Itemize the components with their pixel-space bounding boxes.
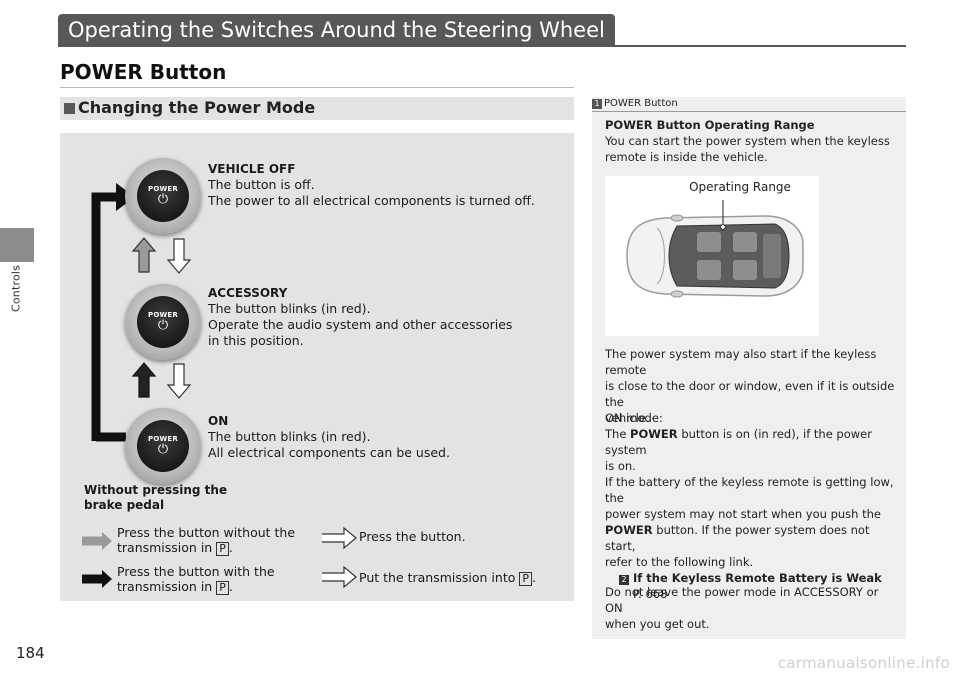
subsection-header: Changing the Power Mode	[60, 97, 574, 120]
power-mode-flow-arrows	[82, 183, 357, 589]
note-line: power system may not start when you push…	[605, 507, 881, 521]
note-line: vehicle.	[605, 411, 650, 425]
power-mode-warning: Do not leave the power mode in ACCESSORY…	[605, 584, 895, 632]
title-divider	[60, 87, 574, 88]
low-battery-note: If the battery of the keyless remote is …	[605, 474, 895, 602]
power-button-off-image: POWER ⏻	[125, 158, 201, 234]
operating-range-intro: POWER Button Operating Range You can sta…	[605, 117, 895, 165]
power-button-on-image: POWER ⏻	[125, 408, 201, 484]
page-number: 184	[16, 644, 45, 662]
note-line: If the battery of the keyless remote is …	[605, 475, 894, 505]
legend-outline-arrow-icon	[322, 565, 357, 589]
note-text-run: The	[605, 427, 627, 441]
brake-note-line: brake pedal	[84, 498, 165, 512]
note-text-run: button is on (in red), if the power syst…	[605, 427, 872, 457]
operating-range-title: POWER Button Operating Range	[605, 118, 815, 132]
legend-period: .	[532, 570, 536, 585]
square-bullet-icon	[64, 103, 75, 114]
note-line: You can start the power system when the …	[605, 134, 890, 148]
legend-black-arrow-text: Press the button with the transmission i…	[117, 564, 275, 595]
mode-accessory: ACCESSORY The button blinks (in red). Op…	[208, 285, 512, 349]
mode-line: The button blinks (in red).	[208, 429, 371, 444]
note-ref-icon: 1	[592, 99, 602, 109]
mode-line: Operate the audio system and other acces…	[208, 317, 513, 332]
side-note-title: POWER Button	[604, 98, 678, 109]
note-text-bold: POWER	[605, 523, 653, 537]
mode-heading: ACCESSORY	[208, 286, 288, 300]
park-symbol: P	[519, 572, 532, 586]
note-line: ON mode:	[605, 411, 663, 425]
note-line: refer to the following link.	[605, 555, 754, 569]
down-arrow-outline-icon	[166, 363, 192, 399]
brake-pedal-note: Without pressing the brake pedal	[84, 483, 227, 513]
note-line: when you get out.	[605, 617, 710, 631]
legend-period: .	[228, 540, 233, 555]
page-title: POWER Button	[60, 60, 227, 84]
note-line: remote is inside the vehicle.	[605, 150, 768, 164]
legend-period: .	[228, 579, 233, 594]
note-line: Do not leave the power mode in ACCESSORY…	[605, 585, 879, 615]
note-line: is close to the door or window, even if …	[605, 379, 895, 409]
legend-line: transmission in	[117, 540, 213, 555]
power-icon: ⏻	[157, 318, 169, 333]
chapter-label: Controls	[9, 264, 23, 312]
legend-outline-put-text: Put the transmission into P.	[359, 570, 536, 586]
side-note-divider	[592, 111, 906, 112]
car-top-view-icon: Operating Range	[626, 180, 804, 298]
cross-reference-link[interactable]: 2 If the Keyless Remote Battery is Weak	[605, 570, 895, 586]
operating-range-illustration: Operating Range	[605, 176, 819, 336]
power-button-label: POWER	[148, 311, 178, 319]
note-line: is on.	[605, 459, 636, 473]
proximity-note: The power system may also start if the k…	[605, 346, 895, 426]
mode-line: The power to all electrical components i…	[208, 193, 535, 208]
on-mode-note: ON mode: The POWER button is on (in red)…	[605, 410, 895, 474]
power-icon: ⏻	[157, 192, 169, 207]
down-arrow-outline-icon	[166, 238, 192, 274]
subsection-title: Changing the Power Mode	[78, 98, 316, 117]
legend-line: transmission in	[117, 579, 213, 594]
legend-line: Press the button without the	[117, 525, 296, 540]
mode-line: The button is off.	[208, 177, 315, 192]
note-text-bold: POWER	[630, 427, 678, 441]
mode-heading: ON	[208, 414, 229, 428]
legend-outline-press-text: Press the button.	[359, 529, 466, 544]
power-button-label: POWER	[148, 435, 178, 443]
mode-line: All electrical components can be used.	[208, 445, 450, 460]
mode-vehicle-off: VEHICLE OFF The button is off. The power…	[208, 161, 535, 209]
legend-grey-arrow-icon	[82, 532, 112, 550]
legend-black-arrow-icon	[82, 570, 112, 588]
legend-line: Put the transmission into	[359, 570, 516, 585]
legend-grey-arrow-text: Press the button without the transmissio…	[117, 525, 295, 556]
power-button-accessory-image: POWER ⏻	[125, 284, 201, 360]
link-arrow-icon: 2	[619, 575, 629, 585]
section-divider	[58, 45, 906, 47]
mode-heading: VEHICLE OFF	[208, 162, 296, 176]
power-button-label: POWER	[148, 185, 178, 193]
up-arrow-grey-icon	[131, 237, 157, 273]
park-symbol: P	[216, 581, 229, 595]
legend-outline-arrow-icon	[322, 526, 357, 550]
mode-on: ON The button blinks (in red). All elect…	[208, 413, 450, 461]
watermark: carmanualsonline.info	[777, 654, 950, 672]
note-text-run: button. If the power system does not sta…	[605, 523, 870, 553]
mode-line: The button blinks (in red).	[208, 301, 371, 316]
link-page[interactable]: P. 668	[633, 587, 668, 601]
power-icon: ⏻	[157, 442, 169, 457]
brake-note-line: Without pressing the	[84, 483, 228, 497]
operating-range-label: Operating Range	[689, 180, 791, 194]
park-symbol: P	[216, 542, 229, 556]
legend-line: Press the button with the	[117, 564, 275, 579]
link-title[interactable]: If the Keyless Remote Battery is Weak	[633, 571, 882, 585]
chapter-tab	[0, 228, 34, 262]
note-line: The power system may also start if the k…	[605, 347, 877, 377]
mode-line: in this position.	[208, 333, 304, 348]
section-title: Operating the Switches Around the Steeri…	[58, 14, 615, 46]
up-arrow-black-icon	[131, 362, 157, 398]
